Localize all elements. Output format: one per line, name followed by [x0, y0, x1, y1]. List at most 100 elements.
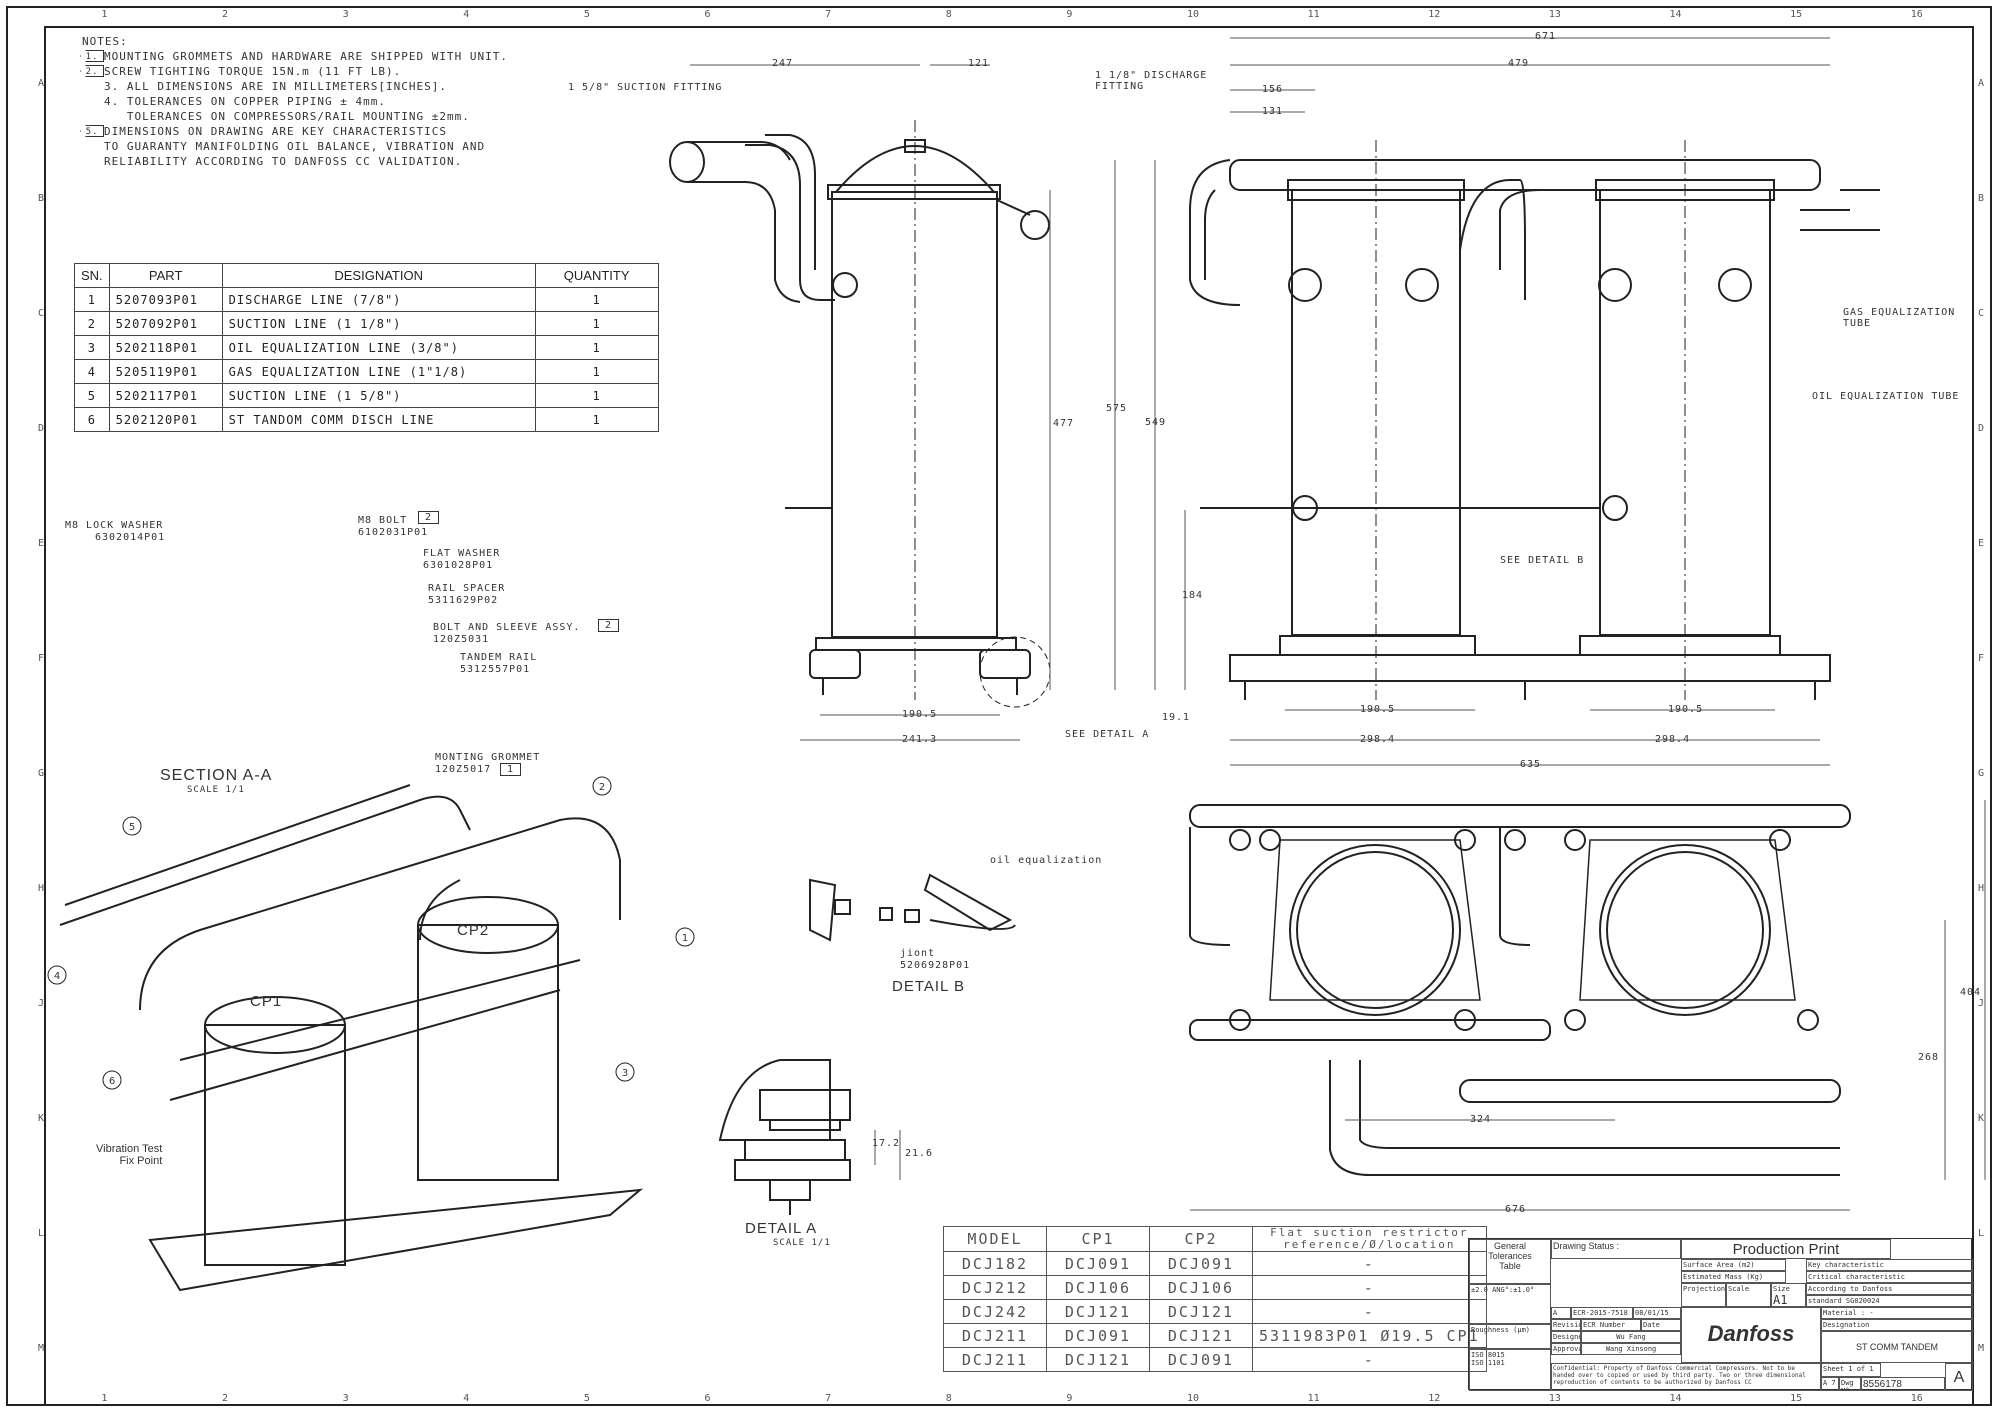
grid-label: 6 — [704, 9, 711, 20]
side-discharge-fitting — [1020, 210, 1050, 240]
balloon-circle — [615, 1062, 635, 1082]
grid-label: 12 — [1428, 1393, 1441, 1404]
tb-surface-area: Surface Area (m2) — [1681, 1259, 1786, 1271]
tb-date-label: Date — [1641, 1319, 1681, 1331]
side-view — [669, 120, 1051, 708]
drawing-frame — [44, 26, 1974, 1406]
label-bolt: M8 BOLT — [358, 515, 408, 526]
tb-size-value: A1 — [1773, 1293, 1788, 1307]
table-cell: MODEL — [943, 1226, 1047, 1252]
note-text: SCREW TIGHTING TORQUE 15N.m (11 FT LB). — [104, 65, 402, 78]
balloon-number: 2 — [599, 782, 605, 793]
table-cell: DCJ091 — [1046, 1323, 1150, 1348]
tb-according: According to Danfoss — [1806, 1283, 1973, 1295]
grid-label: 1 — [101, 1393, 108, 1404]
dim-121: 121 — [968, 58, 990, 69]
grid-label: 11 — [1307, 9, 1320, 20]
tb-projection: Projection — [1681, 1283, 1726, 1307]
top-view — [1189, 804, 1851, 1176]
label-rail-spacer-pn: 5311629P02 — [428, 595, 499, 606]
grid-label: K — [38, 1112, 45, 1124]
grid-label: G — [1978, 767, 1985, 779]
top-compressor-1 — [1289, 844, 1461, 1016]
table-cell: CP1 — [1046, 1226, 1150, 1252]
notes-list: 1.MOUNTING GROMMETS AND HARDWARE ARE SHI… — [80, 49, 508, 169]
label-grommet-flag: 1 — [500, 763, 522, 776]
table-cell: ST TANDOM COMM DISCH LINE — [221, 407, 536, 432]
grid-label: 10 — [1186, 9, 1199, 20]
tb-designer: Wu Fang — [1581, 1331, 1681, 1343]
label-grommet: MONTING GROMMET — [435, 752, 541, 763]
label-bolt-sleeve-pn: 120Z5031 — [433, 634, 490, 645]
table-cell: DCJ091 — [1149, 1251, 1253, 1276]
tb-key-char: Key characteristic — [1806, 1259, 1973, 1271]
note-item: 1.MOUNTING GROMMETS AND HARDWARE ARE SHI… — [80, 49, 508, 64]
grid-label: 4 — [463, 9, 470, 20]
note-item: 4. TOLERANCES ON COPPER PIPING ± 4mm. TO… — [82, 94, 508, 124]
tb-dwg-number: 8556178 — [1861, 1377, 1945, 1391]
note-item: 2.SCREW TIGHTING TORQUE 15N.m (11 FT LB)… — [80, 64, 508, 79]
tb-ecr-date: 08/01/15 — [1633, 1307, 1681, 1319]
label-flat-washer: FLAT WASHER — [423, 548, 501, 559]
table-cell: 5207093P01 — [108, 287, 223, 312]
label-cp2: CP2 — [457, 922, 490, 939]
grid-label: B — [1978, 192, 1985, 204]
tb-production-print: Production Print — [1681, 1239, 1891, 1259]
grid-label: 16 — [1910, 9, 1923, 20]
grid-label: L — [38, 1227, 45, 1239]
tb-drawing-status: Drawing Status : — [1551, 1239, 1681, 1259]
side-base-rail — [815, 637, 1017, 651]
grid-label: J — [1978, 997, 1985, 1009]
tb-roughness: Roughness (μm) — [1469, 1324, 1551, 1349]
note-flag: 5. — [80, 125, 104, 137]
grid-label: A — [1978, 77, 1985, 89]
iso-discharge-line — [179, 959, 581, 1061]
table-cell: Flat suction restrictor reference/Ø/loca… — [1252, 1226, 1487, 1252]
tb-size-label: Size — [1773, 1285, 1790, 1293]
table-cell: DCJ212 — [943, 1275, 1047, 1300]
table-cell: - — [1252, 1299, 1487, 1324]
tb-dwg-label: Dwg N° — [1839, 1377, 1861, 1391]
grid-label: F — [38, 652, 45, 664]
table-cell: SUCTION LINE (1 1/8") — [221, 311, 536, 336]
title-block: General Tolerances Table Drawing Status … — [1468, 1238, 1973, 1391]
note-text: MOUNTING GROMMETS AND HARDWARE ARE SHIPP… — [104, 50, 508, 63]
table-cell: 1 — [534, 359, 659, 384]
label-lock-washer-pn: 6302014P01 — [95, 532, 166, 543]
section-aa-title: SECTION A-A — [160, 767, 273, 784]
tb-designation: ST COMM TANDEM — [1821, 1331, 1973, 1363]
label-rail-spacer: RAIL SPACER — [428, 583, 506, 594]
tb-rev: A — [1551, 1307, 1571, 1319]
front-suction-header — [1229, 159, 1821, 191]
grid-label: 8 — [945, 1393, 952, 1404]
grid-label: 2 — [221, 1393, 228, 1404]
grid-label: 7 — [825, 1393, 832, 1404]
grid-label: 11 — [1307, 1393, 1320, 1404]
table-cell: DCJ121 — [1149, 1299, 1253, 1324]
dim-575: 575 — [1106, 403, 1128, 414]
label-see-detail-b: SEE DETAIL B — [1500, 555, 1585, 566]
label-gas-equalization-tube: GAS EQUALIZATION TUBE — [1843, 307, 1956, 329]
grid-label: 7 — [825, 9, 832, 20]
grid-label: E — [38, 537, 45, 549]
table-cell: DCJ091 — [1046, 1251, 1150, 1276]
grid-label: 9 — [1066, 1393, 1073, 1404]
front-view — [1189, 140, 1880, 700]
balloon-number: 1 — [682, 933, 688, 944]
tb-designer-label: Designer — [1551, 1331, 1581, 1343]
grid-label: M — [38, 1342, 45, 1354]
table-cell: 3 — [74, 335, 110, 360]
balloon-number: 5 — [129, 822, 135, 833]
grid-label: D — [38, 422, 45, 434]
